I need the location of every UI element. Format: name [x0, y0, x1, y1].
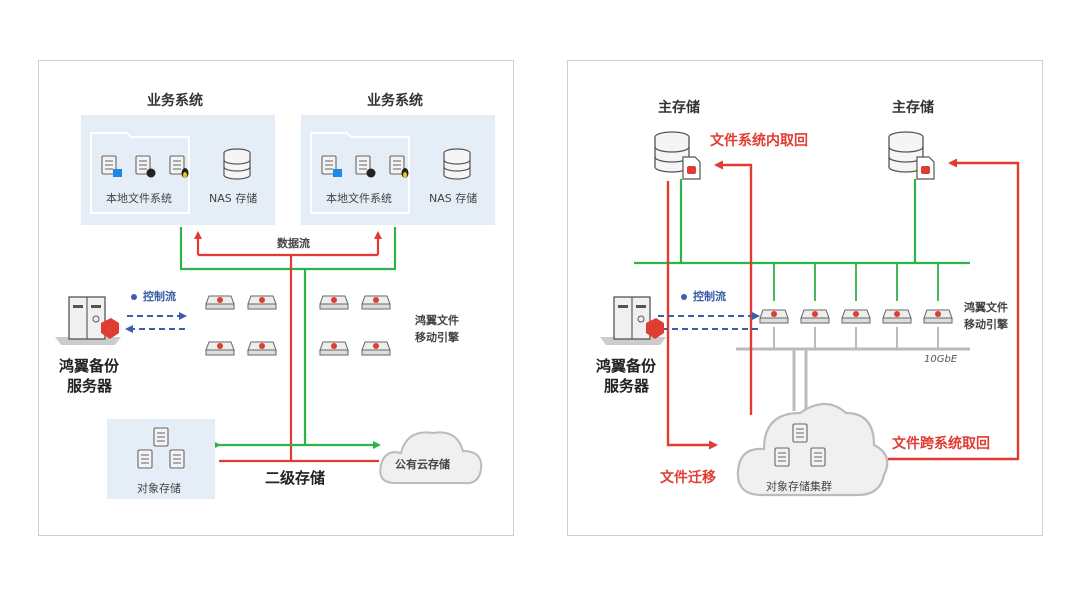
object-storage-label: 对象存储 [137, 482, 181, 495]
windows-icon [321, 155, 342, 177]
cloud-icon [379, 431, 483, 485]
migrate-arrow [666, 181, 718, 450]
local-fs-label-1: 本地文件系统 [106, 192, 172, 205]
control-flow-label: 控制流 [693, 290, 726, 303]
backup-server-label-line2: 服务器 [604, 377, 650, 395]
database-icon [888, 131, 935, 180]
windows-icon [101, 155, 122, 177]
server-tower-icon [600, 296, 666, 345]
server-tower-icon [55, 296, 121, 345]
cross-fs-retrieve-label: 文件跨系统取回 [892, 436, 990, 452]
engine-node-icon [759, 309, 953, 324]
linux-icon [389, 155, 409, 178]
linux-icon [169, 155, 189, 178]
apple-icon [355, 155, 376, 178]
apple-icon [135, 155, 156, 178]
nas-storage-label-2: NAS 存储 [429, 192, 478, 205]
right-diagram-graphics [600, 131, 1020, 497]
backup-server-label-line1: 鸿翼备份 [59, 357, 120, 375]
in-fs-retrieve-arrow [714, 160, 753, 415]
engine-label-line2: 移动引擎 [964, 318, 1008, 331]
green-data-line-top [179, 227, 397, 271]
business-system-label-1: 业务系统 [147, 93, 203, 109]
right-diagram-panel: 主存储 主存储 文件系统内取回 控制流 鸿翼文件 移动引擎 10GbE 鸿翼备份… [567, 60, 1043, 536]
public-cloud-label: 公有云存储 [395, 458, 450, 471]
cluster-label: 对象存储集群 [766, 480, 832, 493]
secondary-storage-label: 二级存储 [265, 469, 326, 487]
database-icon [443, 148, 471, 180]
left-diagram-panel: 业务系统 业务系统 本地文件系统 本地文件系统 NAS 存储 NAS 存储 数据… [38, 60, 514, 536]
backup-server-label-line2: 服务器 [67, 377, 113, 395]
engine-label-line1: 鸿翼文件 [415, 314, 459, 327]
database-icon [223, 148, 251, 180]
control-flow-label: 控制流 [143, 290, 176, 303]
engine-label-line1: 鸿翼文件 [964, 301, 1008, 314]
primary-storage-label-1: 主存储 [658, 100, 700, 116]
data-flow-label: 数据流 [277, 237, 310, 250]
migrate-label: 文件迁移 [660, 470, 716, 486]
database-icon [654, 131, 701, 180]
network-label: 10GbE [924, 354, 958, 365]
primary-storage-label-2: 主存储 [892, 100, 934, 116]
cross-fs-retrieve-arrow [888, 158, 1020, 461]
engine-label-line2: 移动引擎 [415, 331, 459, 344]
local-fs-label-2: 本地文件系统 [326, 192, 392, 205]
nas-storage-label-1: NAS 存储 [209, 192, 258, 205]
engine-node-icon [205, 295, 391, 356]
in-fs-retrieve-label: 文件系统内取回 [710, 133, 808, 149]
backup-server-label-line1: 鸿翼备份 [596, 357, 657, 375]
business-system-label-2: 业务系统 [367, 93, 423, 109]
left-diagram-graphics [55, 115, 495, 499]
